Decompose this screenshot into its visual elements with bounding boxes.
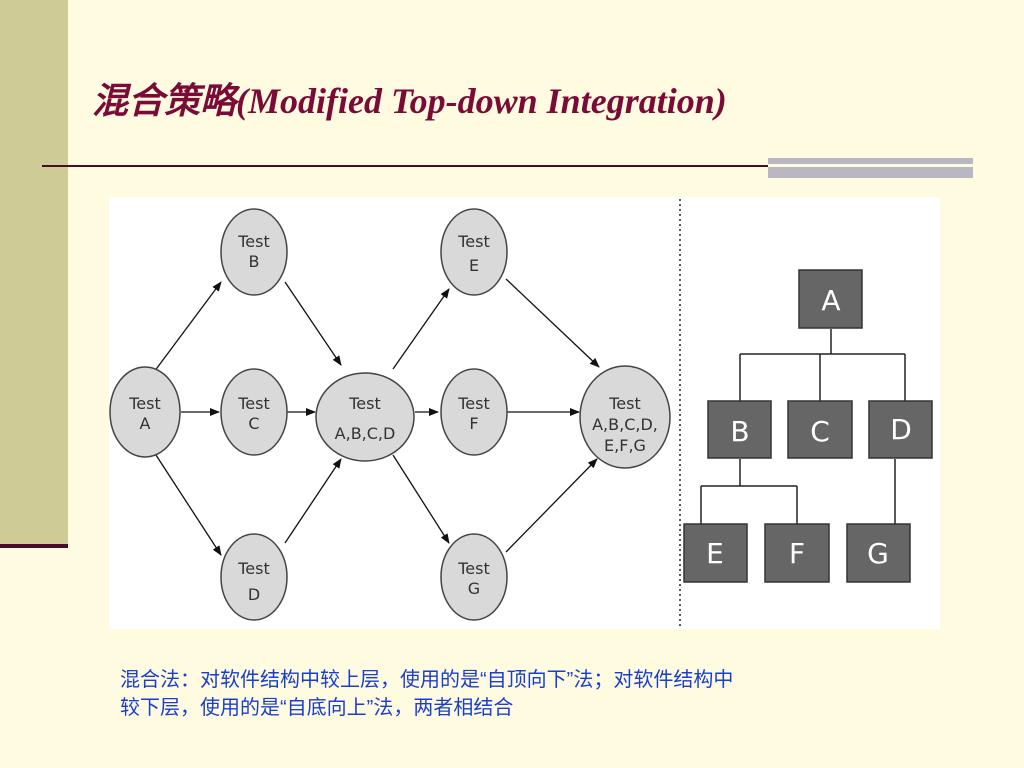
svg-text:Test: Test xyxy=(457,394,490,413)
title-divider-accent xyxy=(768,158,973,178)
tree-node-e: E xyxy=(683,523,748,583)
test-node-b: Test B xyxy=(220,208,288,296)
svg-text:B: B xyxy=(730,415,749,448)
test-node-abcd: Test A,B,C,D xyxy=(315,372,415,462)
svg-text:E: E xyxy=(706,537,724,570)
svg-text:D: D xyxy=(890,413,912,446)
arrow-b-to-abcd xyxy=(284,281,342,366)
test-node-g: Test G xyxy=(440,533,508,621)
test-node-all: Test A,B,C,D, E,F,G xyxy=(579,365,671,469)
svg-text:A,B,C,D,: A,B,C,D, xyxy=(592,415,658,434)
arrow-d-to-abcd xyxy=(284,458,342,544)
svg-text:Test: Test xyxy=(457,559,490,578)
test-node-f: Test F xyxy=(440,368,508,456)
svg-text:A: A xyxy=(821,284,840,317)
test-flow-arrows xyxy=(153,278,600,556)
svg-text:Test: Test xyxy=(237,232,270,251)
integration-figure: Test B Test A Test C Test D Test A,B,C,D… xyxy=(109,197,940,629)
tree-node-a: A xyxy=(798,269,863,329)
svg-text:A: A xyxy=(140,414,151,433)
arrow-e-to-all xyxy=(505,278,600,368)
integration-diagram: Test B Test A Test C Test D Test A,B,C,D… xyxy=(109,199,933,629)
svg-text:G: G xyxy=(468,579,480,598)
svg-text:A,B,C,D: A,B,C,D xyxy=(335,424,396,443)
tree-node-b: B xyxy=(707,400,772,459)
arrow-a-to-d xyxy=(153,451,222,556)
tree-node-f: F xyxy=(764,523,830,583)
caption-line-2: 较下层，使用的是“自底向上”法，两者相结合 xyxy=(120,697,514,719)
svg-text:F: F xyxy=(789,537,805,570)
caption-line-1: 混合法：对软件结构中较上层，使用的是“自顶向下”法；对软件结构中 xyxy=(120,669,734,691)
test-node-d: Test D xyxy=(220,533,288,621)
svg-text:E: E xyxy=(469,256,479,275)
left-accent-bar xyxy=(0,0,68,546)
svg-text:F: F xyxy=(469,414,478,433)
svg-text:E,F,G: E,F,G xyxy=(604,436,646,455)
svg-text:D: D xyxy=(248,585,260,604)
tree-node-g: G xyxy=(846,523,911,583)
title-divider xyxy=(42,165,972,167)
tree-node-d: D xyxy=(868,400,933,459)
arrow-g-to-all xyxy=(505,458,598,553)
tree-node-c: C xyxy=(787,400,853,459)
tree-connectors xyxy=(700,329,906,524)
left-accent-underline xyxy=(0,544,68,548)
test-node-e: Test E xyxy=(440,208,508,296)
svg-text:Test: Test xyxy=(128,394,161,413)
svg-text:C: C xyxy=(248,414,259,433)
svg-text:C: C xyxy=(810,415,830,448)
test-node-a: Test A xyxy=(109,366,181,458)
svg-text:Test: Test xyxy=(237,394,270,413)
arrow-abcd-to-e xyxy=(392,288,450,370)
arrow-abcd-to-g xyxy=(392,454,450,544)
slide-title: 混合策略(Modified Top-down Integration) xyxy=(92,81,727,121)
svg-text:Test: Test xyxy=(608,394,641,413)
caption: 混合法：对软件结构中较上层，使用的是“自顶向下”法；对软件结构中 较下层，使用的… xyxy=(120,666,970,722)
test-node-c: Test C xyxy=(220,368,288,456)
arrow-a-to-b xyxy=(153,281,222,373)
svg-text:Test: Test xyxy=(348,394,381,413)
svg-text:B: B xyxy=(249,252,260,271)
svg-text:G: G xyxy=(867,537,889,570)
svg-text:Test: Test xyxy=(237,559,270,578)
svg-text:Test: Test xyxy=(457,232,490,251)
